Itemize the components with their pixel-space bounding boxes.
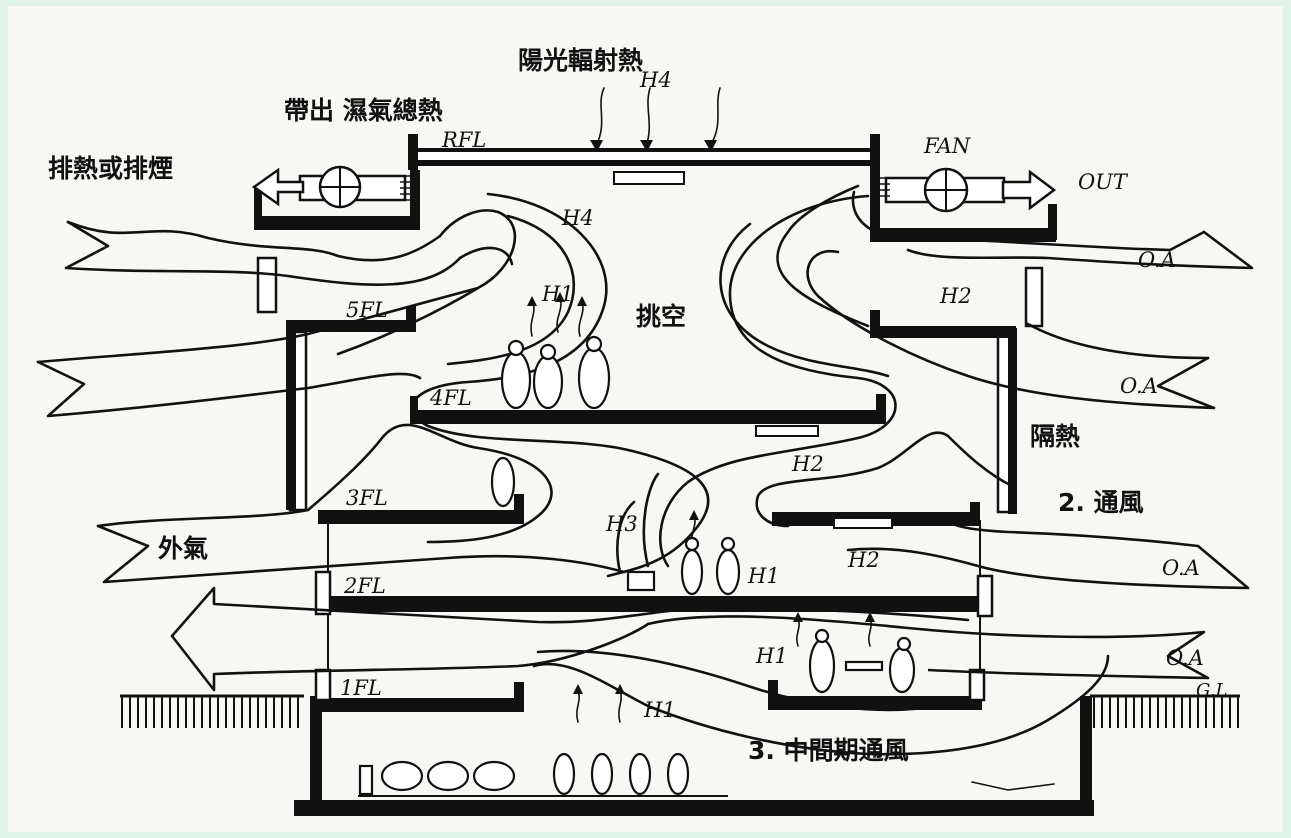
ground-right [1090,694,1240,728]
roof-slab [408,134,880,185]
carry-out-heat-label: 帶出 濕氣總熱 [284,96,443,125]
heat-rise-arrows [527,292,875,723]
oa-label-2: O.A [1120,374,1158,398]
ground-level-label: G.L [1196,680,1228,701]
outside-air-label: 外氣 [158,534,209,563]
right-fan-unit [870,167,1057,242]
left-fan-unit [254,165,420,230]
3fl-label: 3FL [346,486,388,510]
insulation-label: 隔熱 [1030,422,1081,451]
atrium-label: 挑空 [636,302,687,331]
oa-label-3: O.A [1162,556,1200,580]
solar-arrows [590,87,721,152]
h4-label-top: H4 [640,68,672,92]
section-drawing [36,87,1254,816]
h2-label-mid: H2 [792,452,824,476]
midseason-ventilation-label: 3. 中間期通風 [748,736,909,765]
exhaust-arrow-left [251,167,305,207]
ventilation-label: 2. 通風 [1058,488,1144,517]
h2-label-low: H2 [848,548,880,572]
exhaust-label: 排熱或排煙 [48,154,174,183]
out-label: OUT [1078,170,1127,194]
h1-label-1fl: H1 [756,644,788,668]
airflow-lines [36,184,1254,756]
5fl-label: 5FL [346,298,388,322]
oa-label-1: O.A [1138,248,1176,272]
4fl-label: 4FL [430,386,472,410]
rfl-label: RFL [442,128,487,152]
2fl-label: 2FL [344,574,386,598]
h1-label-2fl: H1 [748,564,780,588]
h4-label: H4 [562,206,594,230]
ground-left [120,694,304,728]
h3-label: H3 [606,512,638,536]
oa-label-4: O.A [1166,646,1204,670]
h1-label-basement: H1 [644,698,676,722]
structure-walls [256,256,1092,808]
fan-label: FAN [924,134,971,158]
sketch-paper: 陽光輻射熱 帶出 濕氣總熱 排熱或排煙 挑空 隔熱 外氣 2. 通風 3. 中間… [8,6,1283,832]
solar-heat-label: 陽光輻射熱 [518,46,644,75]
h1-label-4fl: H1 [542,282,574,306]
1fl-label: 1FL [340,676,382,700]
people-figures [358,335,1055,797]
h2-label-top: H2 [940,284,972,308]
